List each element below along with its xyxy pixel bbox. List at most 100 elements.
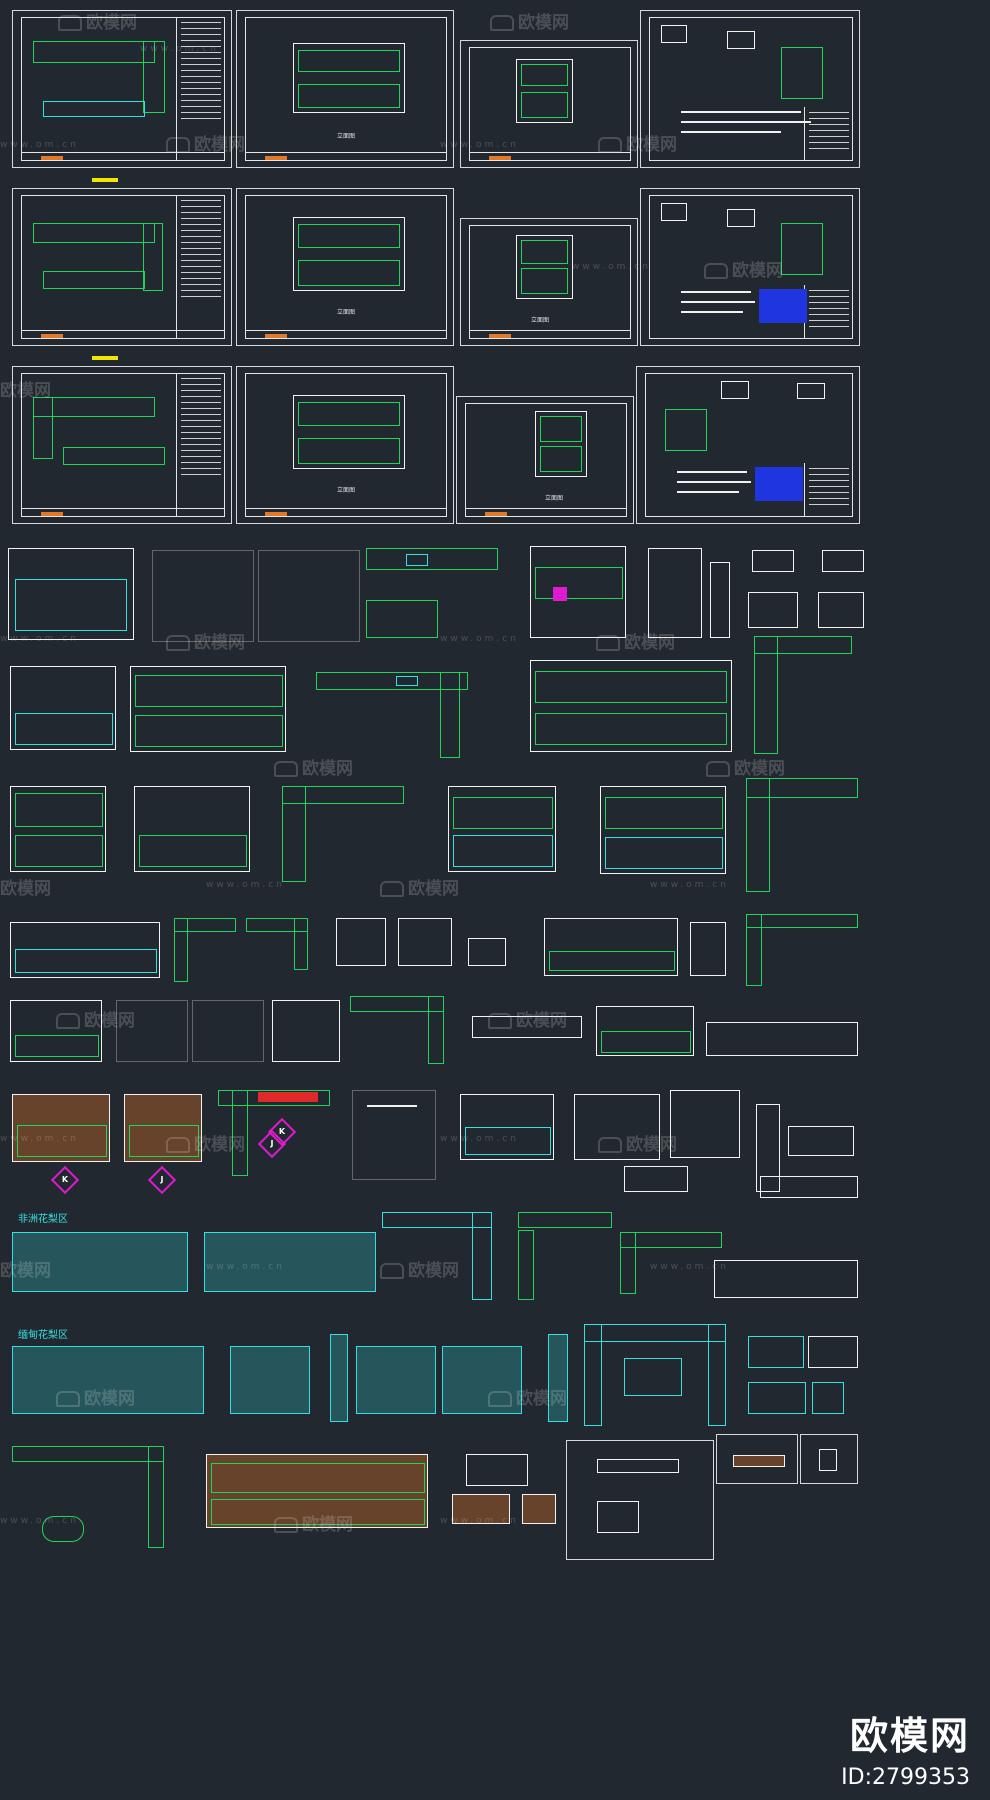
drawing-sheet bbox=[640, 10, 860, 168]
drawing-sheet: 立面图 bbox=[236, 10, 454, 168]
section-tag: K bbox=[50, 1165, 80, 1195]
wood-cabinet-elevation bbox=[12, 1094, 110, 1162]
watermark-site: www.om.cn bbox=[572, 262, 651, 272]
cabinet-plan bbox=[620, 1232, 722, 1298]
watermark: 欧模网 bbox=[56, 1006, 135, 1031]
cabinet-plan bbox=[174, 918, 236, 982]
cabinet-elevation bbox=[116, 1000, 188, 1062]
yellow-marker bbox=[92, 178, 118, 182]
watermark: 欧模网 bbox=[488, 1006, 567, 1031]
cabinet-elevation bbox=[468, 938, 506, 966]
asset-id: ID:2799353 bbox=[841, 1765, 970, 1790]
wood-cabinet-elevation bbox=[522, 1494, 556, 1524]
watermark: 欧模网 bbox=[704, 256, 783, 281]
sheet-caption: 立面图 bbox=[337, 309, 356, 316]
detail-view bbox=[352, 1090, 436, 1180]
cabinet-elevation bbox=[710, 562, 730, 638]
cyan-cabinet-elevation bbox=[12, 1232, 188, 1292]
cabinet-elevation bbox=[706, 1022, 858, 1056]
cabinet-elevation bbox=[574, 1094, 660, 1160]
cabinet-elevation bbox=[8, 548, 134, 640]
drawing-sheet bbox=[12, 188, 232, 346]
cabinet-elevation bbox=[818, 592, 864, 628]
cabinet-elevation bbox=[258, 550, 360, 642]
cabinet-elevation bbox=[748, 1336, 804, 1368]
drawing-sheet bbox=[12, 366, 232, 524]
cabinet-elevation bbox=[544, 918, 678, 976]
watermark: 欧模网 bbox=[0, 879, 51, 899]
watermark: 欧模网 bbox=[0, 1261, 51, 1281]
cabinet-elevation bbox=[152, 550, 254, 642]
cabinet-elevation bbox=[10, 786, 106, 872]
cabinet-plan bbox=[366, 544, 498, 644]
sheet-caption: 立面图 bbox=[337, 487, 356, 494]
cabinet-elevation bbox=[748, 592, 798, 628]
yellow-marker bbox=[92, 356, 118, 360]
cabinet-elevation bbox=[448, 786, 556, 872]
cabinet-elevation bbox=[336, 918, 386, 966]
drawing-sheet bbox=[12, 10, 232, 168]
detail-sheet bbox=[800, 1434, 858, 1484]
cabinet-elevation bbox=[530, 660, 732, 752]
watermark-site: www.om.cn bbox=[440, 1516, 519, 1526]
cyan-cabinet-elevation bbox=[204, 1232, 376, 1292]
watermark: 欧模网 bbox=[596, 628, 675, 653]
wood-cabinet-elevation bbox=[206, 1454, 428, 1528]
wood-cabinet-elevation bbox=[452, 1494, 510, 1524]
cabinet-elevation bbox=[530, 546, 626, 638]
range-hood bbox=[822, 550, 864, 572]
sheet-caption: 立面图 bbox=[545, 495, 564, 502]
cabinet-plan bbox=[12, 1446, 164, 1548]
cabinet-elevation bbox=[10, 666, 116, 750]
detail-sheet bbox=[566, 1440, 714, 1560]
cabinet-elevation bbox=[10, 922, 160, 978]
cabinet-plan bbox=[584, 1324, 726, 1426]
watermark-site: www.om.cn bbox=[650, 880, 729, 890]
cabinet-elevation bbox=[756, 1104, 780, 1192]
watermark: 欧模网 bbox=[380, 1256, 459, 1281]
watermark-site: www.om.cn bbox=[440, 1134, 519, 1144]
cabinet-plan bbox=[754, 636, 852, 754]
drawing-sheet: 立面图 bbox=[460, 218, 638, 346]
cabinet-plan bbox=[316, 672, 468, 762]
cabinet-plan bbox=[472, 1016, 582, 1038]
brand-logo: 欧模网 bbox=[849, 1714, 970, 1758]
watermark: 欧模网 bbox=[490, 8, 569, 33]
cabinet-plan bbox=[350, 996, 444, 1064]
sheet-caption: 立面图 bbox=[337, 133, 356, 140]
cabinet-plan bbox=[746, 778, 858, 892]
cabinet-elevation bbox=[466, 1454, 528, 1486]
cabinet-elevation bbox=[670, 1090, 740, 1158]
drawing-sheet: 立面图 bbox=[456, 396, 634, 524]
range-hood bbox=[752, 550, 794, 572]
blue-hatch bbox=[759, 289, 807, 323]
blue-hatch bbox=[755, 467, 803, 501]
watermark-site: www.om.cn bbox=[206, 880, 285, 890]
cabinet-plan bbox=[760, 1176, 858, 1198]
sheet-caption: 立面图 bbox=[531, 317, 550, 324]
section-tag: J bbox=[147, 1165, 177, 1195]
cabinet-elevation bbox=[648, 548, 702, 638]
cabinet-elevation bbox=[192, 1000, 264, 1062]
watermark: 欧模网 bbox=[166, 130, 245, 155]
drawing-sheet bbox=[640, 188, 860, 346]
cabinet-elevation bbox=[714, 1260, 858, 1298]
watermark: 欧模网 bbox=[598, 130, 677, 155]
cabinet-elevation bbox=[748, 1382, 806, 1414]
cabinet-elevation bbox=[460, 1094, 554, 1160]
cabinet-plan bbox=[518, 1212, 612, 1300]
cabinet-elevation bbox=[600, 786, 726, 874]
drawing-sheet: 立面图 bbox=[236, 188, 454, 346]
cyan-cabinet-elevation bbox=[548, 1334, 568, 1422]
drawing-sheet bbox=[460, 40, 638, 168]
cabinet-elevation bbox=[10, 1000, 102, 1062]
watermark: 欧模网 bbox=[0, 381, 51, 401]
watermark-site: www.om.cn bbox=[0, 1516, 79, 1526]
drawing-sheet bbox=[636, 366, 860, 524]
cabinet-plan bbox=[218, 1090, 330, 1180]
cyan-cabinet-elevation bbox=[12, 1346, 204, 1414]
cyan-cabinet-elevation bbox=[330, 1334, 348, 1422]
watermark-site: www.om.cn bbox=[0, 634, 79, 644]
cabinet-plan bbox=[788, 1126, 854, 1156]
section-label: 缅甸花梨区 bbox=[18, 1330, 68, 1341]
